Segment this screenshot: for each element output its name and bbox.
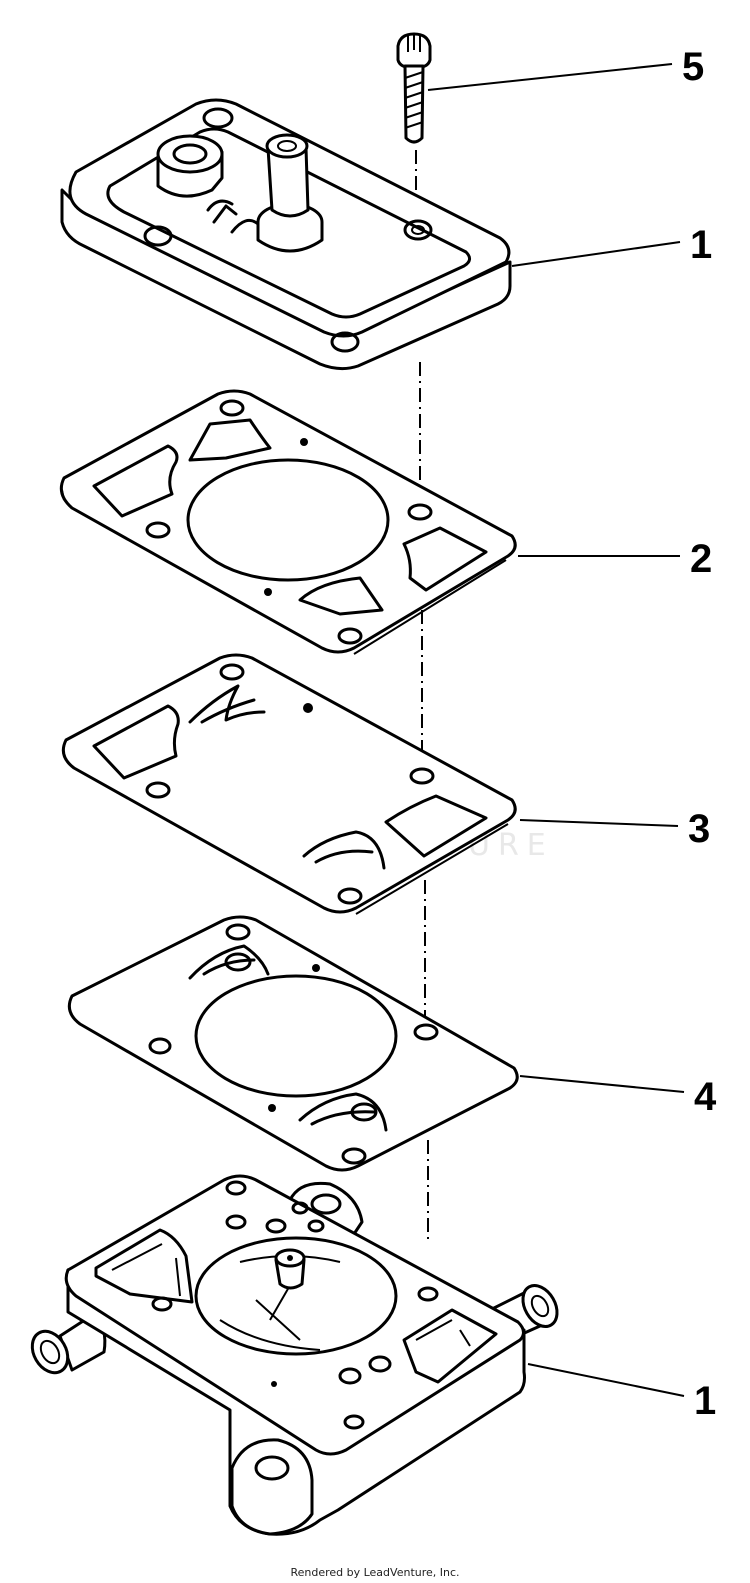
callout-3: 3 — [688, 807, 710, 851]
leader-lines — [427, 63, 685, 1397]
callout-5: 5 — [682, 45, 704, 89]
callout-2: 2 — [690, 537, 712, 581]
screw — [396, 32, 432, 144]
alignment-axis-line — [415, 150, 429, 1240]
top-cover — [60, 98, 512, 371]
render-credit: Rendered by LeadVenture, Inc. — [290, 1566, 460, 1579]
pump-body — [30, 1174, 559, 1536]
gasket — [59, 389, 517, 655]
callout-4: 4 — [694, 1075, 717, 1119]
diaphragm — [61, 653, 517, 915]
callout-1-top: 1 — [690, 223, 712, 267]
valve-diaphragm — [67, 915, 519, 1172]
callout-1-bottom: 1 — [694, 1379, 716, 1423]
